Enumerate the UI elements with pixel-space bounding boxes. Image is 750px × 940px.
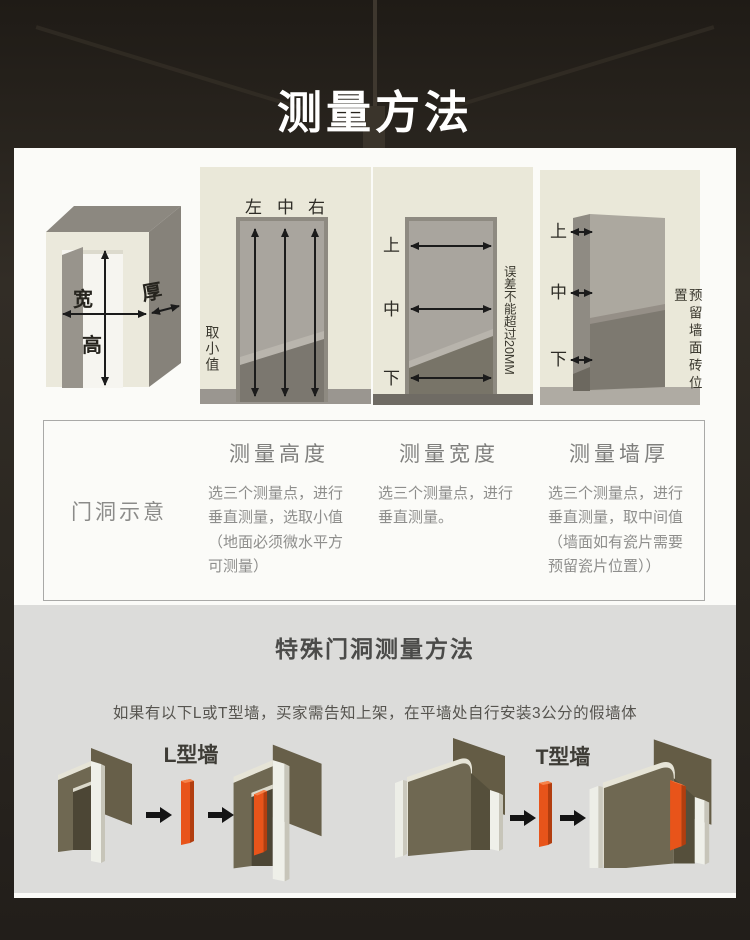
col-body-width: 选三个测量点，进行垂直测量。 bbox=[378, 485, 514, 527]
measure-width-diagram: 上 中 下 误差不能超过20MM bbox=[373, 167, 533, 405]
measure-thickness-drawing bbox=[540, 170, 700, 405]
measure-width-drawing bbox=[373, 167, 533, 405]
right-arrow-icon bbox=[510, 809, 536, 832]
col-heading-width: 测量宽度 bbox=[399, 443, 499, 466]
pos-label-top: 上 bbox=[383, 236, 400, 255]
table-col-height: 测量高度 选三个测量点，进行垂直测量，选取小值（地面必须微水平方可测量） bbox=[194, 421, 364, 600]
col-heading-thickness: 测量墙厚 bbox=[569, 443, 669, 466]
t-wall-before bbox=[390, 735, 535, 860]
table-row-label: 门洞示意 bbox=[71, 500, 167, 524]
table-col-thickness: 测量墙厚 选三个测量点，进行垂直测量，取中间值（墙面如有瓷片需要预留瓷片位置）） bbox=[534, 421, 704, 600]
chandelier-chain bbox=[373, 0, 377, 116]
l-wall-after bbox=[230, 741, 350, 883]
t-wall-label: T型墙 bbox=[535, 746, 591, 769]
table-col-width: 测量宽度 选三个测量点，进行垂直测量。 bbox=[364, 421, 534, 600]
pos-label-middle: 中 bbox=[550, 283, 567, 302]
iso-doorframe-diagram: 宽 高 厚 bbox=[40, 195, 195, 395]
height-label: 高 bbox=[82, 335, 102, 357]
col-heading-height: 测量高度 bbox=[229, 443, 329, 466]
col-body-thickness: 选三个测量点，进行垂直测量，取中间值（墙面如有瓷片需要预留瓷片位置）） bbox=[548, 485, 684, 575]
measurement-table: 门洞示意 测量高度 选三个测量点，进行垂直测量，选取小值（地面必须微水平方可测量… bbox=[43, 420, 705, 601]
reserve-tile-note: 预留墙面砖位置 bbox=[671, 288, 702, 393]
tolerance-note: 误差不能超过20MM bbox=[501, 265, 516, 375]
measure-height-diagram: 左 中 右 取小值 bbox=[200, 167, 371, 404]
page-title: 测量方法 bbox=[276, 87, 473, 138]
right-arrow-icon bbox=[146, 806, 172, 829]
pos-label-center: 中 bbox=[277, 198, 294, 217]
right-arrow-icon bbox=[560, 809, 586, 832]
col-body-height: 选三个测量点，进行垂直测量，选取小值（地面必须微水平方可测量） bbox=[208, 485, 344, 575]
width-label: 宽 bbox=[73, 289, 93, 311]
pos-label-right: 右 bbox=[308, 198, 325, 217]
pos-label-left: 左 bbox=[245, 198, 262, 217]
special-section-subtitle: 如果有以下L或T型墙，买家需告知上架，在平墙处自行安装3公分的假墙体 bbox=[112, 705, 638, 722]
measure-height-drawing bbox=[200, 167, 371, 404]
fake-wall-bar-icon bbox=[180, 778, 196, 851]
special-method-section: 特殊门洞测量方法 如果有以下L或T型墙，买家需告知上架，在平墙处自行安装3公分的… bbox=[14, 605, 736, 893]
l-wall-label: L型墙 bbox=[163, 744, 219, 767]
right-arrow-icon bbox=[208, 806, 234, 829]
special-section-heading: 特殊门洞测量方法 bbox=[275, 636, 475, 662]
iso-doorframe-drawing bbox=[46, 206, 181, 388]
measurement-card: 宽 高 厚 左 中 右 取小值 bbox=[14, 148, 736, 898]
pos-label-bottom: 下 bbox=[550, 350, 567, 369]
pos-label-bottom: 下 bbox=[383, 369, 400, 388]
t-wall-after bbox=[584, 736, 737, 868]
pos-label-top: 上 bbox=[550, 222, 567, 241]
take-smaller-value-note: 取小值 bbox=[204, 325, 221, 373]
measure-wall-thickness-diagram: 上 中 下 预留墙面砖位置 bbox=[540, 170, 702, 405]
chandelier-icon bbox=[363, 106, 385, 150]
thickness-label: 厚 bbox=[140, 280, 164, 306]
pos-label-middle: 中 bbox=[383, 300, 400, 319]
fake-wall-bar-icon bbox=[538, 780, 554, 853]
